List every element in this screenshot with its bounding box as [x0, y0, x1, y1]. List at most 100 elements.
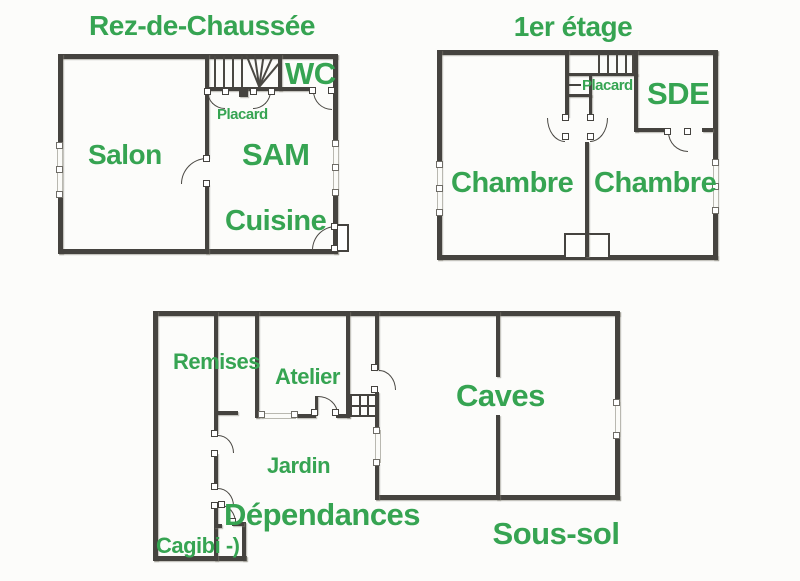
kitchen-exterior-door-leaf [336, 224, 349, 252]
wall [153, 311, 158, 561]
window-tick [332, 140, 339, 147]
stair-tread [232, 56, 234, 87]
room-label-wc: WC [285, 56, 336, 91]
door-hinge [328, 87, 335, 94]
door-hinge [684, 128, 691, 135]
room-label-placard-rdc: Placard [217, 106, 268, 123]
wall [437, 50, 718, 55]
window-tick [373, 427, 380, 434]
caves-left-wall [375, 311, 379, 370]
jardin-door-arc [218, 435, 234, 453]
stair-line [352, 405, 375, 407]
chambre-divider-wall [585, 142, 589, 235]
window-tick [712, 183, 719, 190]
window-tick [712, 207, 719, 214]
room-label-remises: Remises [173, 349, 261, 374]
closet-left-wall [565, 50, 569, 117]
window-tick [332, 164, 339, 171]
wall-salon-sam-lower [205, 184, 209, 254]
wall [58, 54, 338, 59]
door-hinge [587, 133, 594, 140]
wall [153, 556, 247, 561]
room-label-cuisine: Cuisine [225, 205, 327, 237]
section-label-dependances: Dépendances [223, 497, 421, 532]
stair-tread [632, 54, 634, 74]
door-hinge [562, 114, 569, 121]
atelier-left-wall [255, 311, 259, 418]
door-hinge [371, 364, 378, 371]
jardin-wall [214, 415, 218, 433]
placard-pier [239, 88, 248, 97]
atelier-right-wall [346, 311, 350, 418]
wall [713, 50, 718, 260]
room-label-chambre-left: Chambre [451, 167, 574, 199]
room-label-atelier: Atelier [275, 364, 340, 389]
door-hinge [222, 88, 229, 95]
wc-left-wall [278, 54, 282, 91]
caves-partition-wall [496, 311, 500, 377]
door-hinge [311, 409, 318, 416]
door-hinge [203, 155, 210, 162]
stair-tread [214, 56, 216, 87]
door-hinge [371, 386, 378, 393]
basement-stairs [350, 394, 377, 417]
stair-tread [598, 54, 600, 74]
room-label-placard-etage1: Placard [582, 77, 633, 94]
wall [58, 249, 338, 254]
door-hinge [250, 88, 257, 95]
stair-tread [616, 54, 618, 74]
sde-left-wall [634, 50, 638, 132]
cagibi-top-stub [232, 522, 244, 526]
sde-bottom-stub [702, 128, 713, 132]
room-label-caves: Caves [456, 378, 545, 413]
door-hinge [332, 409, 339, 416]
door-hinge [229, 518, 236, 525]
caves-left-wall [375, 392, 379, 430]
placard-pointer-line [568, 84, 581, 86]
window-tick [712, 159, 719, 166]
door-hinge [204, 88, 211, 95]
window-tick [56, 191, 63, 198]
window-tick [258, 411, 265, 418]
caves-door-arc [379, 370, 396, 390]
window-tick [613, 399, 620, 406]
door-hinge [664, 128, 671, 135]
door-hinge [331, 245, 338, 252]
door-hinge [211, 502, 218, 509]
section-label-sous-sol: Sous-sol [492, 516, 620, 551]
wall [153, 311, 620, 316]
door-hinge [331, 223, 338, 230]
window-tick [291, 411, 298, 418]
door-hinge [211, 483, 218, 490]
atelier-bottom-wall [336, 414, 350, 418]
ground-floor-title: Rez-de-Chaussée [89, 10, 315, 41]
stair-tread [241, 56, 243, 87]
room-label-salon: Salon [88, 139, 162, 170]
room-label-chambre-right: Chambre [594, 167, 717, 199]
door-hinge [268, 88, 275, 95]
room-label-cagibi: Cagibi -) [156, 533, 240, 558]
room-label-sam: SAM [242, 137, 310, 172]
remises-wall [214, 311, 218, 415]
door-hinge [218, 501, 225, 508]
window-tick [436, 185, 443, 192]
jardin-wall [214, 453, 218, 486]
wc-bottom-wall [281, 87, 312, 91]
stair-tread [607, 54, 609, 74]
cagibi-left-wall [214, 506, 218, 561]
window-tick [373, 459, 380, 466]
stair-tread [223, 56, 225, 87]
door-hinge [211, 450, 218, 457]
sde-bottom-wall [634, 128, 666, 132]
door-hinge [211, 430, 218, 437]
room-label-jardin: Jardin [267, 453, 331, 478]
first-floor-title: 1er étage [513, 11, 633, 42]
window-tick [436, 161, 443, 168]
door-hinge [309, 87, 316, 94]
stair-rail [568, 73, 638, 76]
chimney-divider-wall [585, 233, 589, 257]
stair-tread [625, 54, 627, 74]
caves-partition-wall [496, 415, 500, 500]
room-label-sde: SDE [647, 76, 710, 111]
